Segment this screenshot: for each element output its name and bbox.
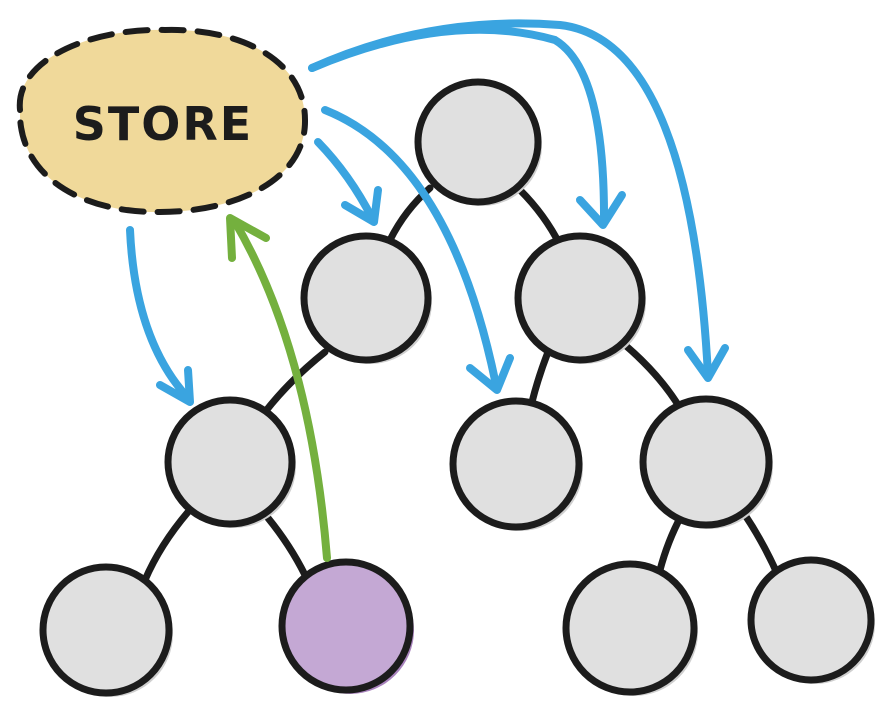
- arrowhead-store-to-l1-right: [576, 191, 626, 229]
- node-l3-left-active: [278, 558, 414, 694]
- arrow-l3-left-to-store: [231, 218, 331, 562]
- arrow-store-to-l2-right: [308, 19, 712, 379]
- store-label: STORE: [73, 97, 253, 151]
- subscribe-arrows: [126, 19, 729, 406]
- node-l2-middle: [449, 397, 583, 531]
- dispatch-arrow: [226, 214, 331, 562]
- arrow-store-to-l2-left: [126, 226, 192, 402]
- node-l3-far-left: [39, 563, 173, 697]
- node-root: [414, 78, 542, 206]
- node-l1-left: [300, 232, 432, 364]
- arrowhead-l3-left-to-store: [226, 214, 270, 262]
- edge-root-l1-right: [516, 186, 564, 249]
- tree-nodes: [39, 78, 875, 697]
- node-l3-right-a: [562, 560, 698, 696]
- edge-l2-left-l3-far-left: [141, 508, 192, 584]
- edge-l1-right-l2-right: [621, 341, 684, 412]
- node-l1-right: [514, 232, 646, 364]
- arrow-store-to-l1-left: [314, 138, 376, 222]
- store-node: STORE: [16, 26, 309, 216]
- arrowhead-store-to-l1-left: [341, 186, 382, 226]
- arrowhead-store-to-l2-left: [156, 366, 194, 406]
- node-l3-right-b: [747, 556, 875, 684]
- arrowhead-store-to-l2-middle: [466, 354, 514, 394]
- node-l2-left: [164, 396, 296, 528]
- store-blob: [16, 26, 309, 216]
- arrow-store-to-l2-middle: [321, 106, 500, 389]
- edge-l1-left-l2-left: [261, 348, 329, 416]
- arrowhead-store-to-l2-right: [684, 344, 729, 382]
- edge-l2-left-l3-left: [264, 514, 309, 579]
- tree-edges: [141, 184, 784, 584]
- edge-l1-right-l2-middle: [528, 348, 552, 406]
- node-l2-right: [639, 395, 773, 529]
